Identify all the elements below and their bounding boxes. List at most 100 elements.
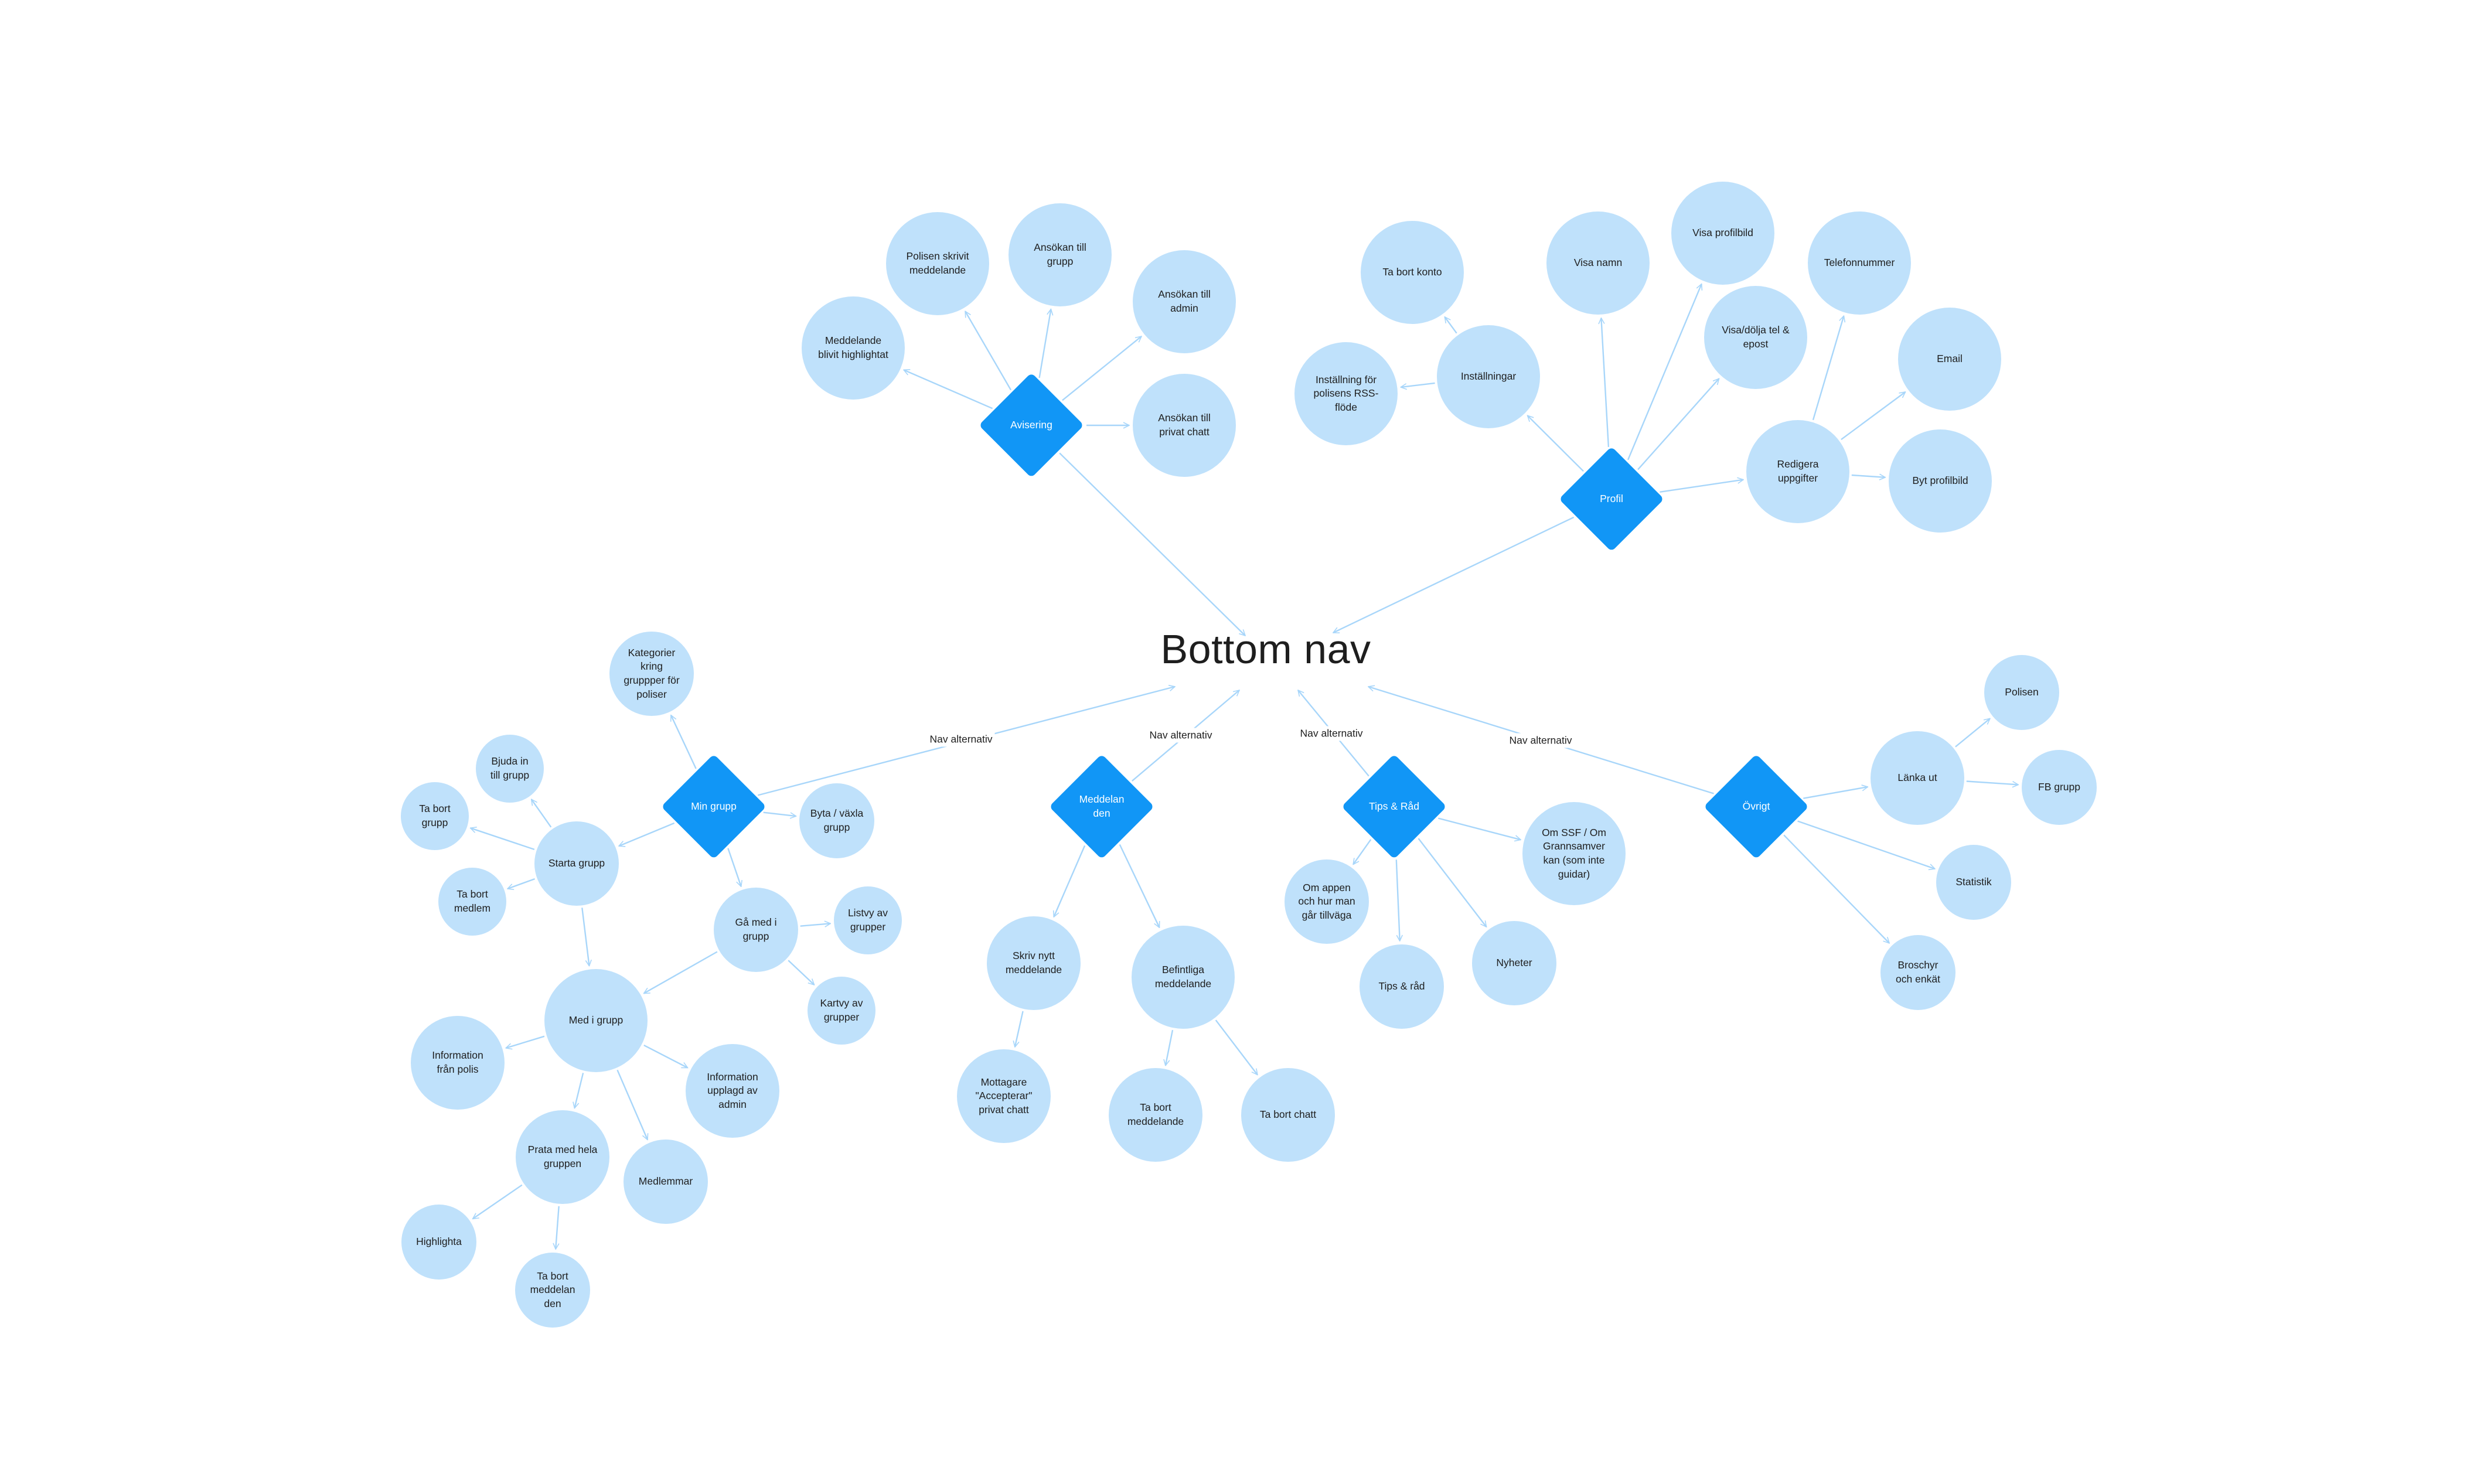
circle-node-ta_bort_meddelande[interactable]: Ta bort meddelande [1109, 1068, 1202, 1162]
connector-befintliga-ta_bort_chatt[interactable] [1215, 1019, 1258, 1074]
connector-avisering-ansokan_admin[interactable] [1062, 336, 1142, 401]
circle-node-polisen[interactable]: Polisen [1984, 655, 2059, 730]
circle-node-starta_grupp[interactable]: Starta grupp [534, 821, 619, 906]
connector-profil-visa_profilbild[interactable] [1627, 284, 1702, 460]
connector-tips-nyheter[interactable] [1418, 838, 1487, 927]
circle-node-kategorier[interactable]: Kategorier kring gruppper för poliser [609, 632, 694, 716]
circle-node-medlemmar[interactable]: Medlemmar [624, 1140, 708, 1224]
circle-node-info_polis[interactable]: Information från polis [411, 1016, 505, 1110]
connector-prata_hela-highlighta[interactable] [473, 1184, 523, 1219]
circle-node-ta_bort_medlem[interactable]: Ta bort medlem [438, 868, 506, 936]
connector-profil-title[interactable] [1333, 516, 1575, 634]
connector-tips-om_ssf[interactable] [1437, 817, 1521, 840]
connector-avisering-polisen_skrivit[interactable] [965, 311, 1012, 391]
circle-node-telefon[interactable]: Telefonnummer [1808, 211, 1911, 315]
connector-redigera-byt_profilbild[interactable] [1851, 475, 1885, 477]
circle-node-om_ssf[interactable]: Om SSF / Om Grannsamver kan (som inte gu… [1522, 802, 1626, 905]
circle-node-nyheter[interactable]: Nyheter [1472, 921, 1556, 1005]
connector-med_i_grupp-prata_hela[interactable] [574, 1073, 584, 1108]
diamond-node-ovrigt[interactable]: Övrigt [1704, 754, 1809, 859]
circle-node-mottagare[interactable]: Mottagare "Accepterar" privat chatt [957, 1049, 1051, 1143]
circle-node-redigera[interactable]: Redigera uppgifter [1746, 420, 1849, 523]
connector-mingrupp-byta_vaxla[interactable] [763, 811, 796, 816]
diamond-node-mingrupp[interactable]: Min grupp [661, 754, 766, 859]
circle-node-lanka_ut[interactable]: Länka ut [1871, 731, 1964, 825]
connector-ga_med-listvy[interactable] [800, 923, 831, 926]
circle-node-ta_bort_chatt[interactable]: Ta bort chatt [1241, 1068, 1335, 1162]
connector-starta_grupp-ta_bort_medlem[interactable] [507, 878, 536, 889]
circle-node-ga_med[interactable]: Gå med i grupp [714, 888, 798, 972]
circle-node-info_admin[interactable]: Information upplagd av admin [686, 1044, 779, 1138]
connector-starta_grupp-med_i_grupp[interactable] [581, 908, 589, 966]
connector-ovrigt-lanka_ut[interactable] [1803, 787, 1868, 799]
connector-starta_grupp-bjuda_in[interactable] [532, 799, 552, 828]
circle-node-tips_rad[interactable]: Tips & råd [1360, 944, 1444, 1029]
connector-starta_grupp-ta_bort_grupp[interactable] [471, 828, 535, 851]
connector-meddelanden-befintliga[interactable] [1119, 844, 1160, 928]
connector-mingrupp-starta_grupp[interactable] [619, 822, 675, 846]
diamond-node-meddelanden[interactable]: Meddelan den [1049, 754, 1154, 859]
connector-lanka_ut-fb_grupp[interactable] [1966, 780, 2018, 785]
connector-profil-visa_namn[interactable] [1601, 318, 1610, 447]
circle-node-highlighta[interactable]: Highlighta [401, 1205, 476, 1280]
connector-avisering-title[interactable] [1059, 452, 1245, 636]
connector-ovrigt-statistik[interactable] [1797, 820, 1935, 869]
connector-skriv_nytt-mottagare[interactable] [1015, 1011, 1024, 1047]
circle-node-meddelande_high[interactable]: Meddelande blivit highlightat [802, 296, 905, 400]
circle-node-ta_bort_konto[interactable]: Ta bort konto [1361, 221, 1464, 324]
diamond-node-avisering[interactable]: Avisering [979, 373, 1084, 478]
connector-ga_med-kartvy[interactable] [788, 960, 814, 985]
circle-node-byt_profilbild[interactable]: Byt profilbild [1889, 429, 1992, 533]
connector-prata_hela-ta_bort_meddelanden_grp[interactable] [556, 1206, 560, 1249]
connector-profil-visa_dolja[interactable] [1637, 378, 1719, 470]
connector-lanka_ut-polisen[interactable] [1955, 718, 1990, 748]
connector-profil-redigera[interactable] [1660, 480, 1743, 493]
connector-avisering-ansokan_grupp[interactable] [1038, 309, 1051, 378]
circle-node-installningar[interactable]: Inställningar [1437, 325, 1540, 428]
diamond-node-profil[interactable]: Profil [1559, 446, 1664, 552]
circle-node-befintliga[interactable]: Befintliga meddelande [1132, 926, 1235, 1029]
circle-node-prata_hela[interactable]: Prata med hela gruppen [516, 1110, 609, 1204]
circle-node-kartvy[interactable]: Kartvy av grupper [808, 977, 875, 1045]
connector-med_i_grupp-info_polis[interactable] [506, 1035, 545, 1048]
connector-tips-om_appen[interactable] [1353, 839, 1372, 865]
circle-node-visa_dolja[interactable]: Visa/dölja tel & epost [1704, 286, 1807, 389]
circle-node-ansokan_chatt[interactable]: Ansökan till privat chatt [1133, 374, 1236, 477]
circle-node-ta_bort_grupp[interactable]: Ta bort grupp [401, 782, 469, 850]
connector-ovrigt-broschyr[interactable] [1783, 834, 1889, 943]
connector-tips-tips_rad[interactable] [1395, 859, 1400, 941]
connector-installningar-installning_rss[interactable] [1401, 382, 1435, 387]
node-label: Meddelan den [1079, 793, 1125, 819]
circle-node-polisen_skrivit[interactable]: Polisen skrivit meddelande [886, 212, 989, 315]
connector-med_i_grupp-medlemmar[interactable] [616, 1069, 648, 1140]
connector-mingrupp-kategorier[interactable] [671, 715, 697, 769]
connector-befintliga-ta_bort_meddelande[interactable] [1166, 1029, 1174, 1066]
circle-node-ansokan_grupp[interactable]: Ansökan till grupp [1009, 203, 1112, 306]
circle-node-skriv_nytt[interactable]: Skriv nytt meddelande [987, 916, 1081, 1010]
circle-node-email[interactable]: Email [1898, 308, 2001, 411]
circle-node-broschyr[interactable]: Broschyr och enkät [1880, 935, 1955, 1010]
circle-node-visa_profilbild[interactable]: Visa profilbild [1671, 182, 1774, 285]
circle-node-ta_bort_meddelanden_grp[interactable]: Ta bort meddelan den [515, 1253, 590, 1328]
connector-redigera-email[interactable] [1841, 392, 1906, 441]
circle-node-ansokan_admin[interactable]: Ansökan till admin [1133, 250, 1236, 353]
connector-avisering-meddelande_high[interactable] [904, 370, 993, 410]
connector-profil-installningar[interactable] [1528, 415, 1584, 472]
connector-meddelanden-skriv_nytt[interactable] [1054, 845, 1086, 917]
circle-node-listvy[interactable]: Listvy av grupper [834, 886, 902, 954]
circle-node-fb_grupp[interactable]: FB grupp [2022, 750, 2097, 825]
circle-node-med_i_grupp[interactable]: Med i grupp [544, 969, 648, 1072]
circle-node-byta_vaxla[interactable]: Byta / växla grupp [799, 783, 874, 858]
circle-node-bjuda_in[interactable]: Bjuda in till grupp [476, 735, 544, 803]
connector-redigera-telefon[interactable] [1812, 316, 1844, 421]
connector-installningar-ta_bort_konto[interactable] [1444, 317, 1457, 334]
circle-node-installning_rss[interactable]: Inställning för polisens RSS- flöde [1294, 342, 1398, 445]
connector-mingrupp-ga_med[interactable] [727, 848, 741, 886]
diagram-title[interactable]: Bottom nav [1160, 626, 1371, 672]
connector-ga_med-med_i_grupp[interactable] [644, 951, 718, 994]
diamond-node-tips[interactable]: Tips & Råd [1341, 754, 1447, 859]
connector-med_i_grupp-info_admin[interactable] [643, 1045, 688, 1069]
circle-node-om_appen[interactable]: Om appen och hur man går tillväga [1285, 859, 1369, 944]
circle-node-visa_namn[interactable]: Visa namn [1546, 211, 1650, 315]
circle-node-statistik[interactable]: Statistik [1936, 845, 2011, 920]
